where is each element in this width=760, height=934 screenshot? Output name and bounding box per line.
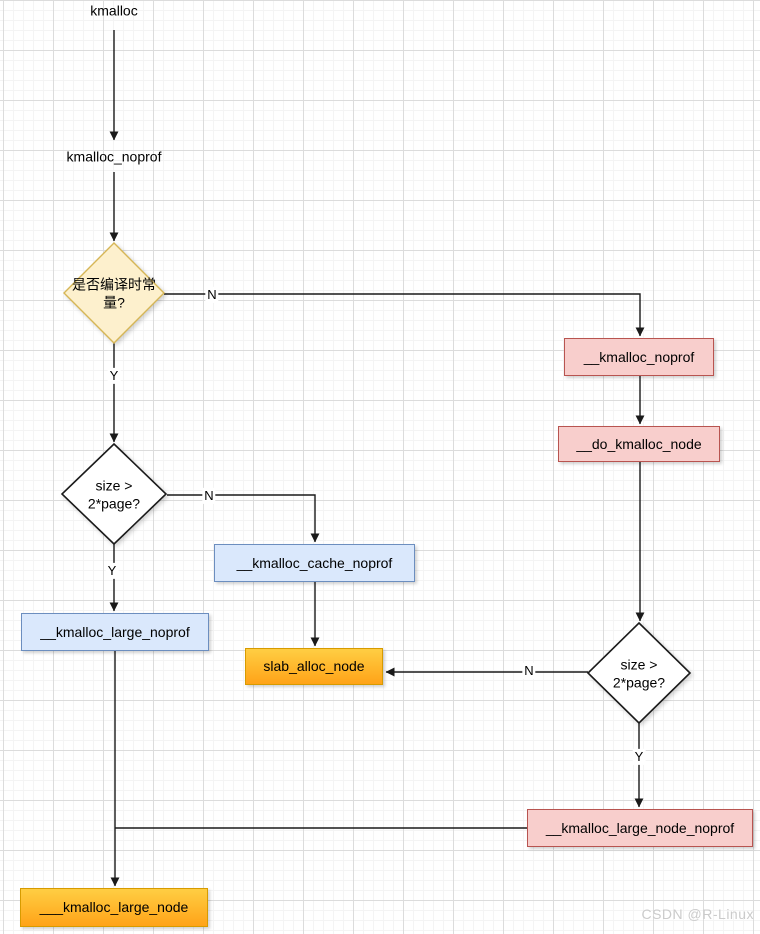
edge-decision2-no-to-kmalloc-cache-noprof: [167, 494, 320, 543]
decision-size-right-shape: [586, 621, 692, 725]
csdn-watermark: CSDN @R-Linux: [641, 906, 754, 922]
decision-size-left-shape: [60, 442, 168, 546]
node-do-kmalloc-node: __do_kmalloc_node: [558, 426, 720, 462]
decision-size-left-label: size > 2*page?: [87, 477, 141, 512]
node-kmalloc-noprof-impl: __kmalloc_noprof: [564, 338, 714, 376]
decision-size-right-label: size > 2*page?: [612, 656, 666, 691]
label-kmalloc-noprof: kmalloc_noprof: [66, 148, 162, 165]
edge-label-no-1: N: [205, 286, 219, 304]
node-slab-alloc-node: slab_alloc_node: [245, 648, 383, 685]
edge-label-no-3: N: [522, 662, 536, 680]
node-kmalloc-large-noprof: __kmalloc_large_noprof: [21, 613, 209, 651]
label-kmalloc: kmalloc: [90, 2, 138, 19]
edge-label-yes-1: Y: [107, 367, 121, 385]
node-kmalloc-large-node: ___kmalloc_large_node: [20, 888, 208, 927]
node-kmalloc-large-node-noprof: __kmalloc_large_node_noprof: [527, 809, 753, 847]
edge-label-no-2: N: [202, 487, 216, 505]
decision-compile-constant-label: 是否编译时常量?: [72, 276, 156, 311]
edge-label-yes-3: Y: [632, 748, 646, 766]
node-kmalloc-cache-noprof: __kmalloc_cache_noprof: [214, 544, 415, 582]
edge-decision1-no-to-kmalloc-noprof-impl: [164, 293, 645, 337]
decision-compile-constant-shape: [63, 242, 165, 344]
edge-label-yes-2: Y: [105, 562, 119, 580]
